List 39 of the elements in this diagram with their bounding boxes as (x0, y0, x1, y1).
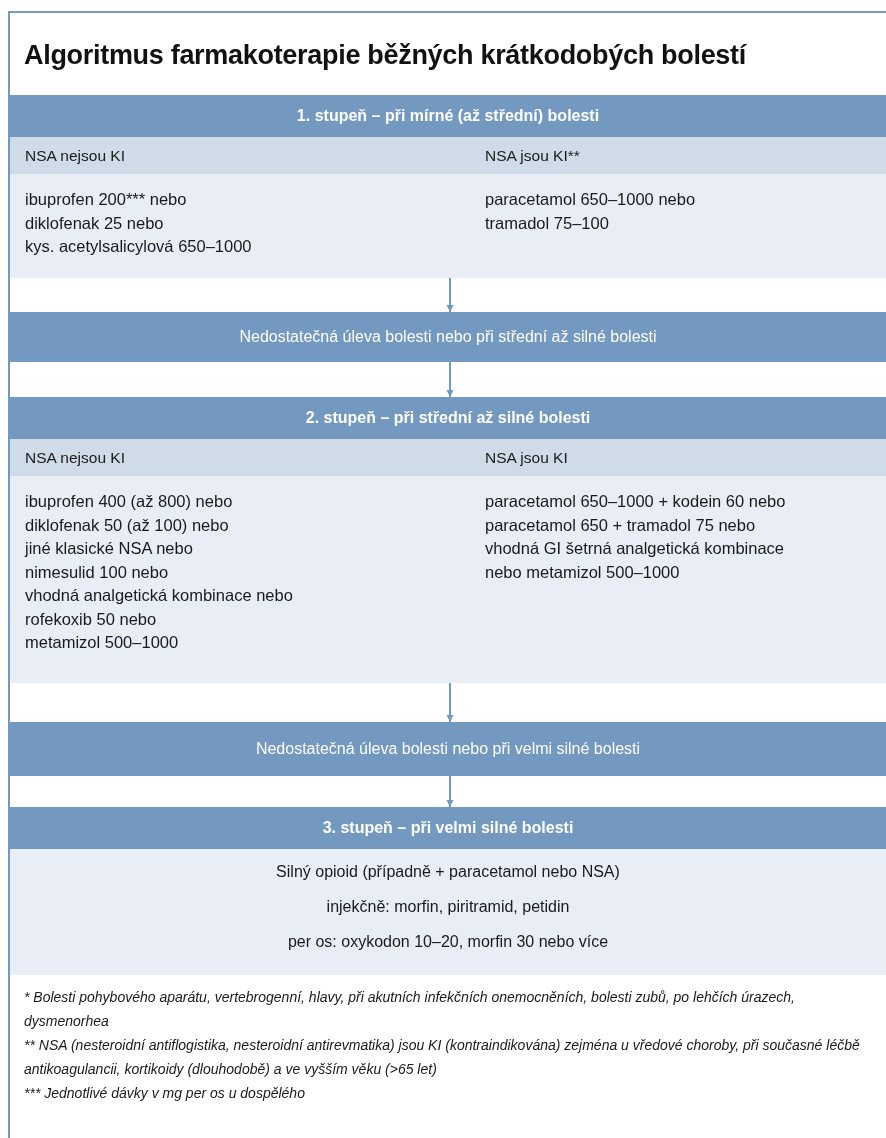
treatment-text: injekčně: morfin, piritramid, petidin (326, 898, 570, 916)
arrow (446, 361, 454, 398)
transition-band (10, 312, 886, 362)
footnote: * Bolesti pohybového aparátu, vertebrogenní, hlavy, při akutních infekčních onemocněních, bolesti zubů, po lehčích úrazech, dysmenorhea (24, 988, 796, 1031)
column-heading: NSA jsou KI (484, 439, 886, 476)
stage-heading: 3. stupeň – při velmi silné bolesti (10, 807, 886, 849)
treatment-text: per os: oxykodon 10–20, morfin 30 nebo více (287, 933, 609, 951)
footnote: ** NSA (nesteroidní antiflogistika, nesteroidní antirevmatika) jsou KI (kontraindikována) zejména u vředové choroby, při současné léčbě antikoagulancii, kortikoidy (dlouhodobě) a ve vyšším věku (>65 let) (24, 1036, 861, 1079)
drug-option: diklofenak 25 nebo (25, 211, 164, 235)
stage-panel (10, 807, 886, 975)
title: Algoritmus farmakoterapie běžných krátkodobých bolestí (24, 40, 746, 71)
transition-band (10, 722, 886, 776)
drug-option: paracetamol 650–1000 + kodein 60 nebo (485, 490, 786, 514)
arrow (446, 775, 454, 808)
footnote: *** Jednotlivé dávky v mg per os u dospělého (24, 1084, 306, 1103)
drug-option: ibuprofen 200*** nebo (25, 188, 187, 212)
treatment-text: Silný opioid (případně + paracetamol nebo NSA) (276, 863, 620, 881)
drug-option: jiné klasické NSA nebo (25, 537, 193, 561)
drug-option: metamizol 500–1000 (25, 631, 179, 655)
drug-option: vhodná analgetická kombinace nebo (25, 584, 293, 608)
band-text: Nedostatečná úleva bolesti nebo při střední až silné bolesti (239, 328, 657, 346)
arrow (446, 682, 454, 723)
drug-option: nebo metamizol 500–1000 (485, 560, 680, 584)
column-heading: NSA nejsou KI (10, 137, 484, 174)
drug-option: vhodná GI šetrná analgetická kombinace (485, 537, 784, 561)
drug-option: paracetamol 650–1000 nebo (485, 188, 696, 212)
drug-option: nimesulid 100 nebo (25, 560, 169, 584)
drug-option: kys. acetylsalicylová 650–1000 (25, 235, 252, 259)
drug-option: rofekoxib 50 nebo (25, 607, 157, 631)
band-text: Nedostatečná úleva bolesti nebo při velmi silné bolesti (255, 740, 641, 758)
arrow (446, 277, 454, 313)
column-heading: NSA jsou KI** (484, 137, 886, 174)
drug-option: paracetamol 650 + tramadol 75 nebo (485, 513, 756, 537)
drug-option: ibuprofen 400 (až 800) nebo (25, 490, 233, 514)
column-heading: NSA nejsou KI (10, 439, 484, 476)
drug-option: tramadol 75–100 (485, 211, 609, 235)
stage-heading: 1. stupeň – při mírné (až střední) bolesti (10, 95, 886, 137)
drug-option: diklofenak 50 (až 100) nebo (25, 513, 229, 537)
stage-heading: 2. stupeň – při střední až silné bolesti (10, 397, 886, 439)
